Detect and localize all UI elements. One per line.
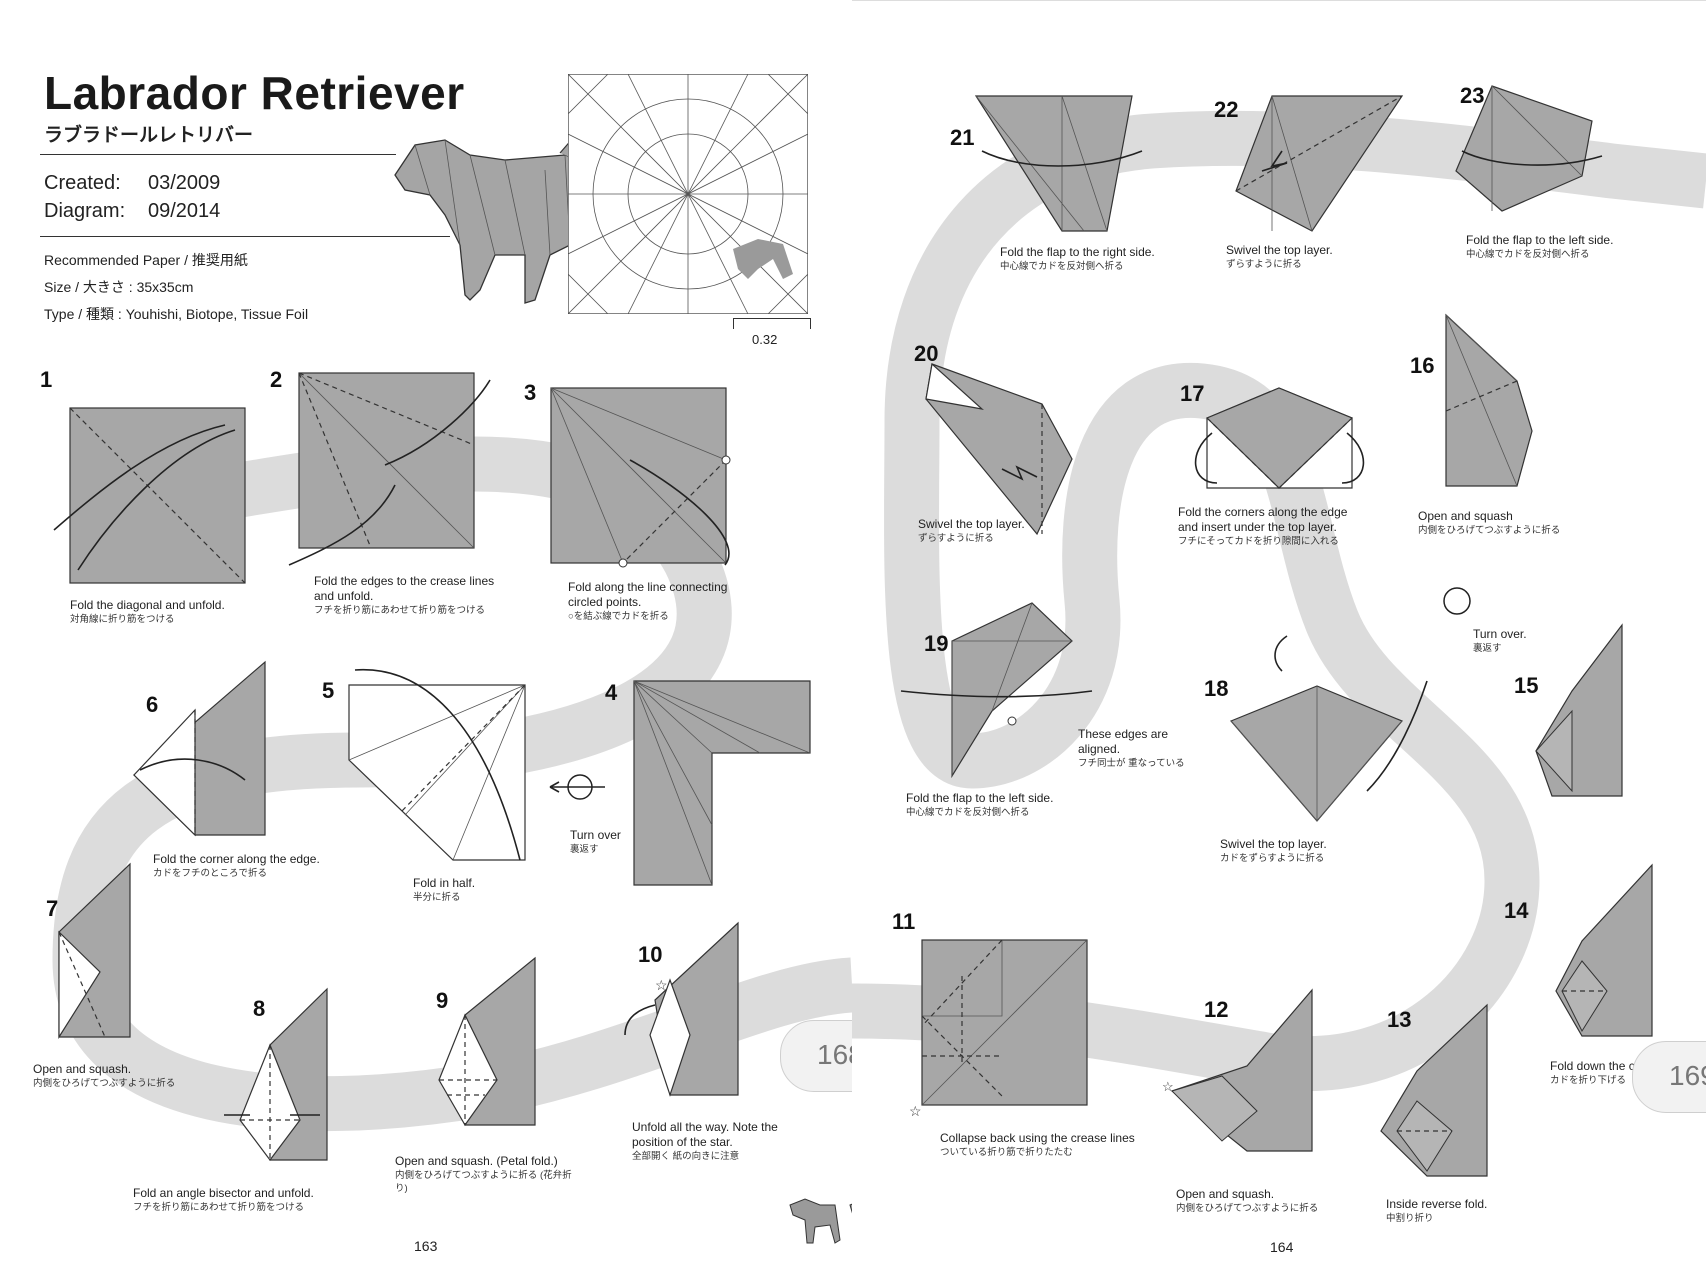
- step-8-diagram: [224, 987, 328, 1161]
- step-6-caption: Fold the corner along the edge.カドをフチのところ…: [153, 852, 320, 879]
- page-number-right: 164: [1270, 1239, 1294, 1255]
- step-23-caption: Fold the flap to the left side.中心線でカドを反対…: [1466, 233, 1614, 260]
- step-2-number: 2: [270, 367, 283, 392]
- step-14-number: 14: [1504, 898, 1529, 923]
- next-page-tab-right[interactable]: 169: [1632, 1041, 1706, 1113]
- step-19-caption: Fold the flap to the left side.中心線でカドを反対…: [906, 791, 1054, 818]
- svg-text:☆: ☆: [909, 1103, 922, 1116]
- step-7-caption: Open and squash.内側をひろげてつぶすように折る: [33, 1062, 176, 1089]
- step-21-diagram: [974, 95, 1143, 232]
- step-1-diagram: [53, 407, 246, 584]
- step-19-number: 19: [924, 631, 949, 656]
- step-5-caption: Fold in half.半分に折る: [413, 876, 476, 903]
- step-2-caption: Fold the edges to the crease lines and u…: [314, 574, 495, 616]
- step-12-number: 12: [1204, 997, 1229, 1022]
- paper-size: Size / 大きさ : 35x35cm: [44, 279, 194, 295]
- paper-type: Type / 種類 : Youhishi, Biotope, Tissue Fo…: [44, 306, 309, 322]
- step-5-number: 5: [322, 678, 335, 703]
- step-22-number: 22: [1214, 97, 1239, 122]
- step-7-number: 7: [46, 896, 59, 921]
- step-18-number: 18: [1204, 676, 1229, 701]
- step-3-number: 3: [524, 380, 537, 405]
- step-12-caption: Open and squash.内側をひろげてつぶすように折る: [1176, 1187, 1319, 1214]
- step-12-diagram: ☆: [1162, 988, 1313, 1152]
- step-15-diagram: [1535, 623, 1623, 797]
- step-13-diagram: [1380, 1003, 1488, 1177]
- scale-label: 0.32: [752, 332, 778, 347]
- step-16-diagram: [1445, 313, 1533, 487]
- diagram-label: Diagram:: [44, 200, 126, 222]
- step-22-diagram: [1235, 95, 1404, 232]
- step-3-caption: Fold along the line connecting circled p…: [568, 580, 728, 622]
- step-20-caption: Swivel the top layer.ずらすように折る: [918, 517, 1025, 544]
- step-5-diagram: [348, 668, 526, 861]
- step-3-diagram: [550, 387, 731, 568]
- recommended-paper: Recommended Paper / 推奨用紙: [44, 252, 248, 268]
- step-8-caption: Fold an angle bisector and unfold.フチを折り筋…: [133, 1186, 314, 1213]
- step-6-diagram: [133, 660, 266, 837]
- step-18-caption: Swivel the top layer.カドをずらすように折る: [1220, 837, 1327, 864]
- page-title: Labrador Retriever: [44, 67, 465, 119]
- turn-over-icon-15: [1443, 587, 1471, 615]
- step-2-diagram: [288, 372, 491, 566]
- step-17-number: 17: [1180, 381, 1205, 406]
- step-19-note: These edges are aligned.フチ同士が 重なっている: [1078, 727, 1185, 769]
- step-19-diagram: [900, 602, 1093, 779]
- step-4-diagram: [633, 680, 811, 886]
- step-9-diagram: [438, 956, 536, 1127]
- step-15-caption: Turn over.裏返す: [1473, 627, 1527, 654]
- title-rule: [40, 154, 396, 155]
- crease-pattern: [568, 74, 808, 314]
- next-page-tab-right-label: 169: [1669, 1060, 1706, 1091]
- step-20-number: 20: [914, 341, 939, 366]
- step-4-number: 4: [605, 680, 618, 705]
- step-9-number: 9: [436, 988, 449, 1013]
- created-date: 03/2009: [148, 172, 221, 194]
- step-8-number: 8: [253, 996, 266, 1021]
- step-9-caption: Open and squash. (Petal fold.)内側をひろげてつぶす…: [395, 1154, 572, 1194]
- right-page: 21 Fold the flap to the right side.中心線でカ…: [852, 0, 1706, 1279]
- step-10-number: 10: [638, 942, 663, 967]
- step-23-diagram: [1455, 85, 1603, 212]
- scale-bar: [733, 318, 811, 329]
- step-23-number: 23: [1460, 83, 1485, 108]
- step-11-diagram: ☆: [909, 939, 1088, 1116]
- step-1-caption: Fold the diagonal and unfold.対角線に折り筋をつける: [70, 598, 225, 625]
- left-page: Labrador Retriever ラブラドールレトリバー Created: …: [0, 0, 901, 1278]
- diagram-date: 09/2014: [148, 200, 221, 222]
- step-1-number: 1: [40, 367, 53, 392]
- step-16-number: 16: [1410, 353, 1435, 378]
- step-13-number: 13: [1387, 1007, 1412, 1032]
- page-number-left: 163: [414, 1238, 438, 1254]
- svg-text:☆: ☆: [655, 977, 668, 993]
- step-22-caption: Swivel the top layer.ずらすように折る: [1226, 243, 1333, 270]
- step-15-number: 15: [1514, 673, 1539, 698]
- meta-rule: [40, 236, 450, 237]
- created-label: Created:: [44, 172, 121, 194]
- step-18-diagram: [1230, 635, 1428, 822]
- step-7-diagram: [58, 862, 131, 1040]
- step-14-diagram: [1555, 863, 1653, 1037]
- step-11-number: 11: [892, 909, 916, 934]
- step-13-caption: Inside reverse fold.中割り折り: [1386, 1197, 1488, 1224]
- step-6-number: 6: [146, 692, 159, 717]
- step-17-diagram: [1194, 387, 1365, 489]
- step-17-caption: Fold the corners along the edge and inse…: [1178, 505, 1348, 547]
- page-title-japanese: ラブラドールレトリバー: [44, 125, 254, 146]
- svg-text:☆: ☆: [1162, 1079, 1174, 1094]
- step-21-caption: Fold the flap to the right side.中心線でカドを反…: [1000, 245, 1155, 272]
- turn-over-icon: [549, 774, 605, 800]
- step-10-caption: Unfold all the way. Note the position of…: [632, 1120, 778, 1162]
- step-20-diagram: [925, 362, 1073, 536]
- step-21-number: 21: [950, 125, 975, 150]
- step-10-diagram: ☆: [624, 921, 739, 1097]
